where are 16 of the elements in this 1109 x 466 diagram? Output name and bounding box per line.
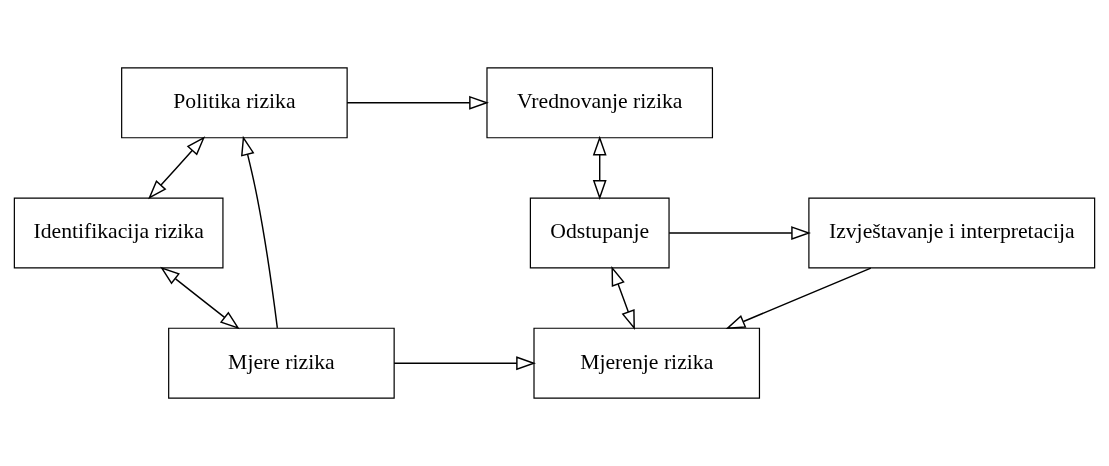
arrow (346, 95, 489, 110)
node-box: Odstupanje (529, 197, 670, 269)
arrow (148, 136, 206, 200)
node-box: Izvještavanje i interpretacija (808, 197, 1096, 269)
node-box: Mjerenje rizika (533, 327, 761, 399)
arrow (393, 356, 536, 371)
arrow (611, 266, 635, 330)
arrow (592, 135, 607, 200)
node-box: Vrednovanje rizika (486, 67, 714, 139)
arrow (241, 135, 279, 329)
node-box: Identifikacija rizika (13, 197, 224, 269)
node-box: Politika rizika (121, 67, 348, 139)
node-box: Mjere rizika (168, 327, 395, 399)
arrow (668, 226, 811, 240)
arrow (725, 267, 872, 329)
arrow (160, 266, 240, 330)
